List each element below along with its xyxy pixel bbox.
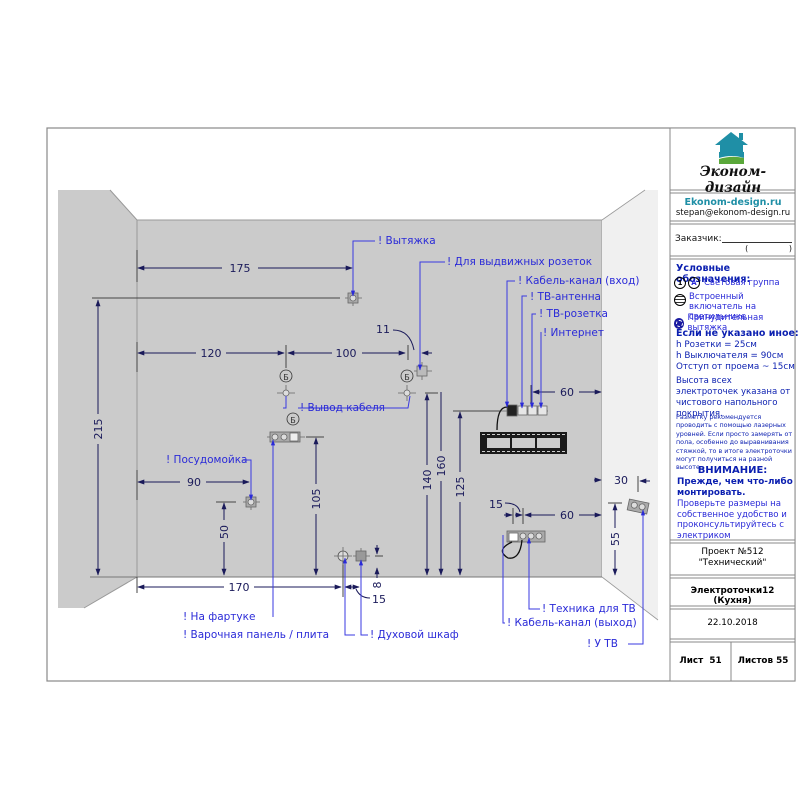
point-labels: ! Вытяжка ! Для выдвижных розеток ! Кабе…: [166, 235, 639, 650]
dimension-lines: [92, 250, 650, 599]
dim-105: 105: [310, 489, 323, 510]
dim-50: 50: [218, 525, 231, 539]
website-link[interactable]: Ekonom-design.ru: [684, 197, 782, 208]
dim-175: 175: [230, 262, 251, 275]
marking-note: Разметку рекомендуется проводить с помощ…: [676, 413, 793, 472]
legend-item-builtin-switch: Встроенный включатель на светильнике: [674, 292, 794, 322]
legend-item-exhaust: Принудительная вытяжка: [674, 313, 800, 333]
dim-15b: 15: [489, 498, 503, 511]
company-name: Эконом-дизайн: [699, 164, 767, 196]
label-oven: ! Духовой шкаф: [370, 629, 459, 641]
dim-11-leader: [392, 329, 415, 351]
dim-11: 11: [376, 323, 390, 336]
dimension-labels: 175 120 100 11 215 90 50 105 170 8 15 14…: [91, 261, 628, 606]
dim-125: 125: [454, 477, 467, 498]
exhaust-fan-icon: [674, 317, 685, 329]
customer-value: ( ): [745, 244, 792, 253]
warning-text: Проверьте размеры на собственное удобств…: [677, 499, 787, 541]
project-type: "Технический": [698, 558, 767, 568]
label-dishwasher: ! Посудомойка: [166, 454, 247, 466]
default-switch-height: h Выключателя = 90см: [676, 351, 784, 361]
svg-text:Б: Б: [404, 373, 410, 382]
sheet-name: Электроточки12 (Кухня): [690, 586, 775, 606]
customer-field: [722, 242, 792, 243]
label-leaders: [243, 240, 646, 645]
svg-text:Б: Б: [290, 416, 296, 425]
dim-55: 55: [609, 532, 622, 546]
tv-panel-icon: [480, 432, 567, 454]
builtin-switch-icon: [674, 294, 686, 306]
apron-socket-block-icon: [267, 431, 305, 443]
default-opening-offset: Отступ от проема ~ 15см: [676, 362, 795, 372]
label-near-tv: ! У ТВ: [587, 638, 618, 650]
dim-60b: 60: [560, 509, 574, 522]
dim-15a: 15: [372, 593, 386, 606]
legend-item-light-group: 1 A Световая группа: [674, 277, 780, 289]
defaults-title: Если не указано иное:: [676, 328, 799, 339]
right-wall-bottom-edge: [601, 576, 659, 621]
dim-100: 100: [336, 347, 357, 360]
label-cable-outlet: ! Вывод кабеля: [300, 402, 385, 414]
label-cable-channel-out: ! Кабель-канал (выход): [507, 617, 637, 629]
svg-text:Б: Б: [283, 373, 289, 382]
dim-60a: 60: [560, 386, 574, 399]
sheets-total: Листов 55: [737, 656, 789, 666]
label-tv-equipment: ! Техника для ТВ: [542, 603, 636, 615]
light-group-icon-a: A: [688, 277, 700, 289]
light-group-icon: 1: [674, 277, 686, 289]
label-cable-channel-in: ! Кабель-канал (вход): [518, 275, 639, 287]
label-cooktop: ! Варочная панель / плита: [183, 629, 329, 641]
right-wall: [602, 190, 658, 620]
junction-marker-icon: Б: [398, 369, 416, 401]
warning-title: ВНИМАНИЕ:: [697, 465, 768, 476]
tv-socket-block-icon: [500, 404, 548, 417]
tv-equipment-socket-block-icon: [506, 530, 546, 543]
dim-8: 8: [371, 582, 384, 589]
dim-30: 30: [614, 474, 628, 487]
main-wall: [136, 219, 603, 578]
dim-120: 120: [201, 347, 222, 360]
dim-90: 90: [187, 476, 201, 489]
legend-title: Условные обозначения:: [676, 263, 751, 285]
legend-label: Световая группа: [704, 278, 780, 288]
project-number: Проект №512: [701, 547, 764, 557]
label-on-apron: ! На фартуке: [183, 611, 255, 623]
title-block-frame: [669, 127, 796, 682]
dim-140: 140: [421, 470, 434, 491]
dim-160: 160: [435, 456, 448, 477]
dim-170: 170: [229, 581, 250, 594]
dim-215: 215: [92, 419, 105, 440]
label-tv-socket: ! ТВ-розетка: [539, 308, 608, 320]
label-tv-antenna: ! ТВ-антенна: [530, 291, 601, 303]
legend-label: Принудительная вытяжка: [687, 313, 764, 333]
customer-label: Заказчик:: [675, 234, 722, 244]
label-sliding-sockets: ! Для выдвижных розеток: [447, 256, 592, 268]
email-link[interactable]: stepan@ekonom-design.ru: [675, 208, 791, 218]
height-note: Высота всех электроточек указана от чист…: [676, 376, 791, 419]
tv-cable-bottom: [501, 539, 523, 559]
right-wall-top-edge: [601, 189, 646, 221]
sheet-date: 22.10.2018: [707, 618, 758, 628]
logo-house-icon: [715, 132, 748, 164]
warning-bold: Прежде, чем что-либо монтировать.: [677, 477, 793, 498]
legend-label: Встроенный включатель на светильнике: [689, 292, 757, 322]
label-internet: ! Интернет: [543, 327, 604, 339]
sheet-number: Лист 51: [679, 656, 722, 666]
dim-15a-leader: [355, 588, 371, 599]
dim-15b-leader: [504, 502, 521, 513]
default-socket-height: h Розетки = 25см: [676, 340, 757, 350]
junction-marker-icon: Б: [286, 412, 300, 426]
label-hood: ! Вытяжка: [378, 235, 436, 247]
